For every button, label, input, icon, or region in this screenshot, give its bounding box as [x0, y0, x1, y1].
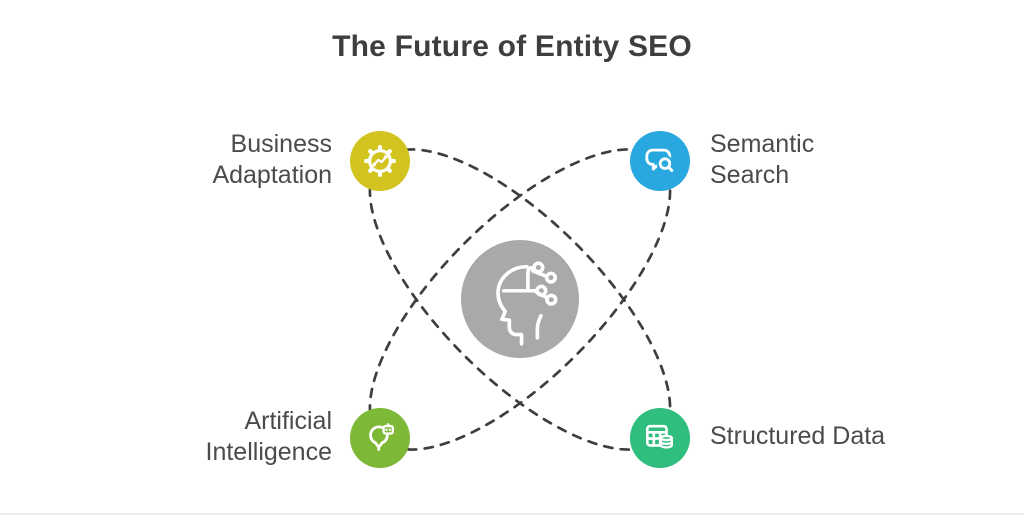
label-line: Structured Data	[710, 422, 886, 450]
head-circuit-icon	[496, 261, 558, 346]
node-business-adaptation	[350, 131, 410, 191]
label-line: Intelligence	[205, 438, 332, 466]
center-node	[461, 240, 579, 358]
label-line: Artificial	[244, 407, 332, 435]
node-artificial-intelligence	[350, 408, 410, 468]
label-semantic-search: Semantic Search	[710, 129, 814, 191]
lightbulb-robot-icon	[369, 423, 395, 452]
node-structured-data	[630, 408, 690, 468]
label-line: Business	[230, 130, 332, 158]
label-business-adaptation: Business Adaptation	[212, 129, 332, 191]
page-title: The Future of Entity SEO	[332, 30, 692, 63]
label-line: Adaptation	[212, 161, 332, 189]
table-database-icon	[645, 424, 673, 449]
center-circle	[461, 240, 579, 358]
chat-search-icon	[645, 148, 676, 175]
bottom-divider	[0, 513, 1024, 515]
label-structured-data: Structured Data	[710, 421, 885, 452]
label-line: Search	[710, 161, 790, 189]
label-artificial-intelligence: Artificial Intelligence	[206, 406, 332, 468]
label-line: Semantic	[710, 130, 815, 158]
artificial-intelligence-circle	[350, 408, 410, 468]
node-semantic-search	[630, 131, 690, 191]
gear-chart-icon	[364, 145, 396, 177]
